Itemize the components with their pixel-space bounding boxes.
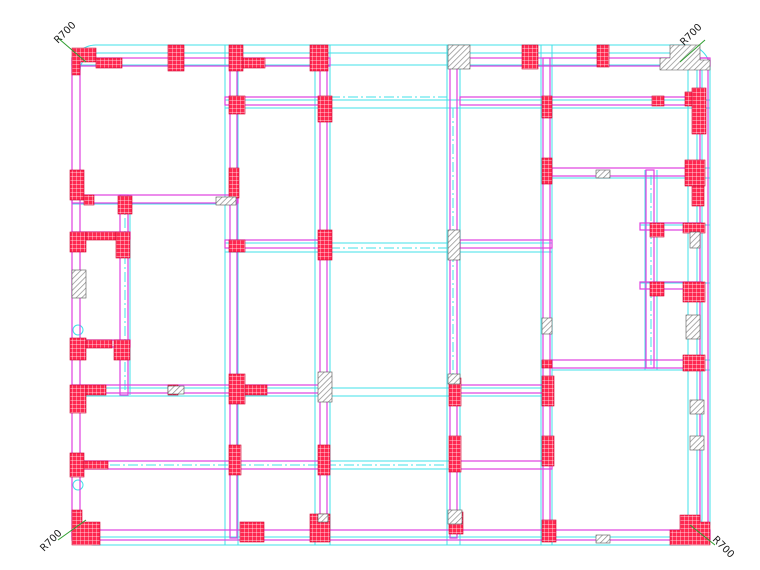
beam-lines	[71, 57, 711, 541]
columns-hatched	[71, 44, 711, 544]
axis-lines	[71, 44, 711, 546]
corner-label-bottom-left: R700	[38, 528, 64, 554]
columns-concrete	[69, 44, 711, 546]
corner-label-top-left: R700	[52, 20, 78, 46]
corner-label-bottom-right: R700	[710, 534, 736, 560]
